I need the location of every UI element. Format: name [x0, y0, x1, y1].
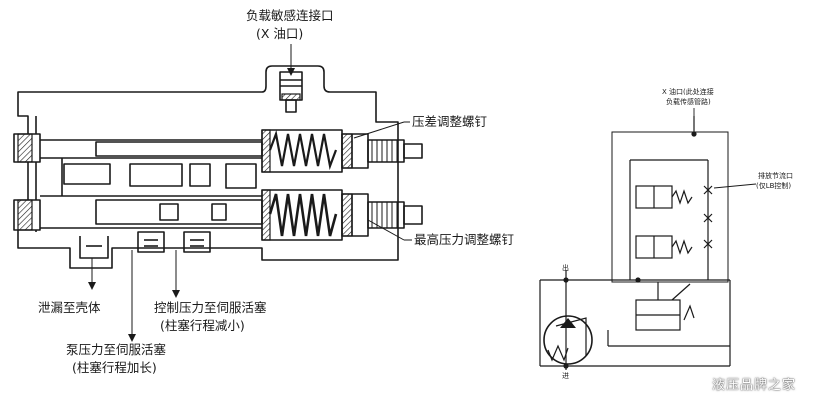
label-x-port-schematic-line1: X 油口(此处连接 — [662, 88, 714, 96]
label-drain-to-case: 泄漏至壳体 — [38, 300, 101, 315]
label-x-port-line1: 负载敏感连接口 — [246, 8, 334, 23]
label-bleed-orifice-line1: 排放节流口 — [758, 172, 793, 180]
label-max-pressure-screw: 最高压力调整螺钉 — [414, 232, 515, 247]
diff-spring — [268, 129, 338, 171]
pump-direction-arrow — [560, 318, 576, 328]
label-control-pressure-line1: 控制压力至伺服活塞 — [154, 300, 267, 315]
label-out: 出 — [562, 264, 569, 272]
max-spring — [268, 193, 338, 237]
label-bleed-orifice-line2: (仅LB控制) — [756, 182, 792, 190]
label-pump-pressure-line2: (柱塞行程加长) — [72, 360, 157, 375]
valve-body-outline — [17, 65, 399, 269]
label-in: 进 — [562, 372, 569, 380]
label-x-port-line2: (X 油口) — [256, 26, 304, 41]
label-pump-pressure-line1: 泵压力至伺服活塞 — [66, 342, 167, 357]
pump-symbol — [543, 315, 593, 365]
label-diff-pressure-screw: 压差调整螺钉 — [412, 114, 488, 129]
hydraulic-schematic — [539, 116, 731, 370]
label-control-pressure-line2: (柱塞行程减小) — [160, 318, 245, 333]
label-x-port-schematic-line2: 负载传感管路) — [666, 98, 711, 106]
watermark: 液压品牌之家 — [712, 378, 797, 393]
